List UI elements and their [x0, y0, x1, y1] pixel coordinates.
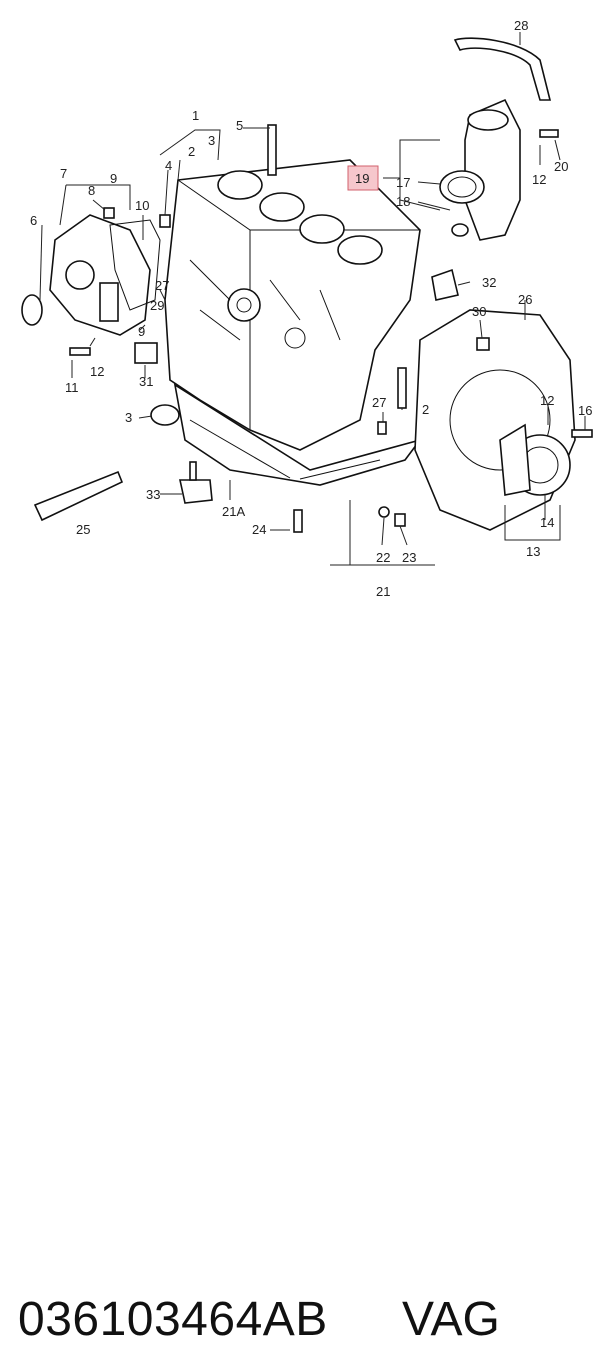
- callout-33: 33: [146, 487, 160, 502]
- callout-27b: 27: [372, 395, 386, 410]
- callout-2: 2: [188, 144, 195, 159]
- callout-16: 16: [578, 403, 592, 418]
- callout-3: 3: [208, 133, 215, 148]
- callout-9: 9: [110, 171, 117, 186]
- oil-pan: [173, 383, 423, 486]
- exploded-engine-diagram: 1 2 3 4 5 6 7 8 9 10 27 29 9 11 12 31 3 …: [21, 18, 593, 599]
- callout-32: 32: [482, 275, 496, 290]
- highlight-box: [347, 165, 379, 191]
- callout-19: 19: [355, 171, 369, 186]
- callout-17: 17: [396, 175, 410, 190]
- callout-4: 4: [165, 158, 172, 173]
- callout-25: 25: [76, 522, 90, 537]
- callout-29: 29: [150, 298, 164, 313]
- callout-12a: 12: [90, 364, 104, 379]
- callout-labels: 1 2 3 4 5 6 7 8 9 10 27 29 9 11 12 31 3 …: [30, 18, 592, 599]
- callout-24: 24: [252, 522, 266, 537]
- callout-12b: 12: [540, 393, 554, 408]
- callout-18: 18: [396, 194, 410, 209]
- leader-lines: [39, 32, 586, 566]
- callout-2b: 2: [422, 402, 429, 417]
- callout-23: 23: [402, 550, 416, 565]
- callout-1: 1: [192, 108, 199, 123]
- callout-9b: 9: [138, 324, 145, 339]
- callout-27a: 27: [155, 278, 169, 293]
- callout-3b: 3: [125, 410, 132, 425]
- part-number: 036103464AB: [18, 1293, 328, 1346]
- callout-21a: 21A: [222, 504, 245, 519]
- callout-13: 13: [526, 544, 540, 559]
- rear-cover-plate: [414, 309, 576, 531]
- callout-26: 26: [518, 292, 532, 307]
- callout-20: 20: [554, 159, 568, 174]
- callout-14: 14: [540, 515, 554, 530]
- callout-11: 11: [65, 380, 79, 395]
- callout-7: 7: [60, 166, 67, 181]
- front-cover: [21, 214, 151, 336]
- callout-6: 6: [30, 213, 37, 228]
- callout-22: 22: [376, 550, 390, 565]
- engine-block: [164, 159, 421, 451]
- callout-12c: 12: [532, 172, 546, 187]
- callout-5: 5: [236, 118, 243, 133]
- callout-28: 28: [514, 18, 528, 33]
- footer: 036103464AB VAG: [0, 640, 600, 1346]
- callout-31: 31: [139, 374, 153, 389]
- brand-label: VAG: [402, 1293, 500, 1346]
- callout-10: 10: [135, 198, 149, 213]
- small-parts: [33, 124, 593, 533]
- callout-8: 8: [88, 183, 95, 198]
- callout-30: 30: [472, 304, 486, 319]
- callout-21: 21: [376, 584, 390, 599]
- cover-gasket: [109, 219, 161, 311]
- breather-housing: [439, 37, 552, 241]
